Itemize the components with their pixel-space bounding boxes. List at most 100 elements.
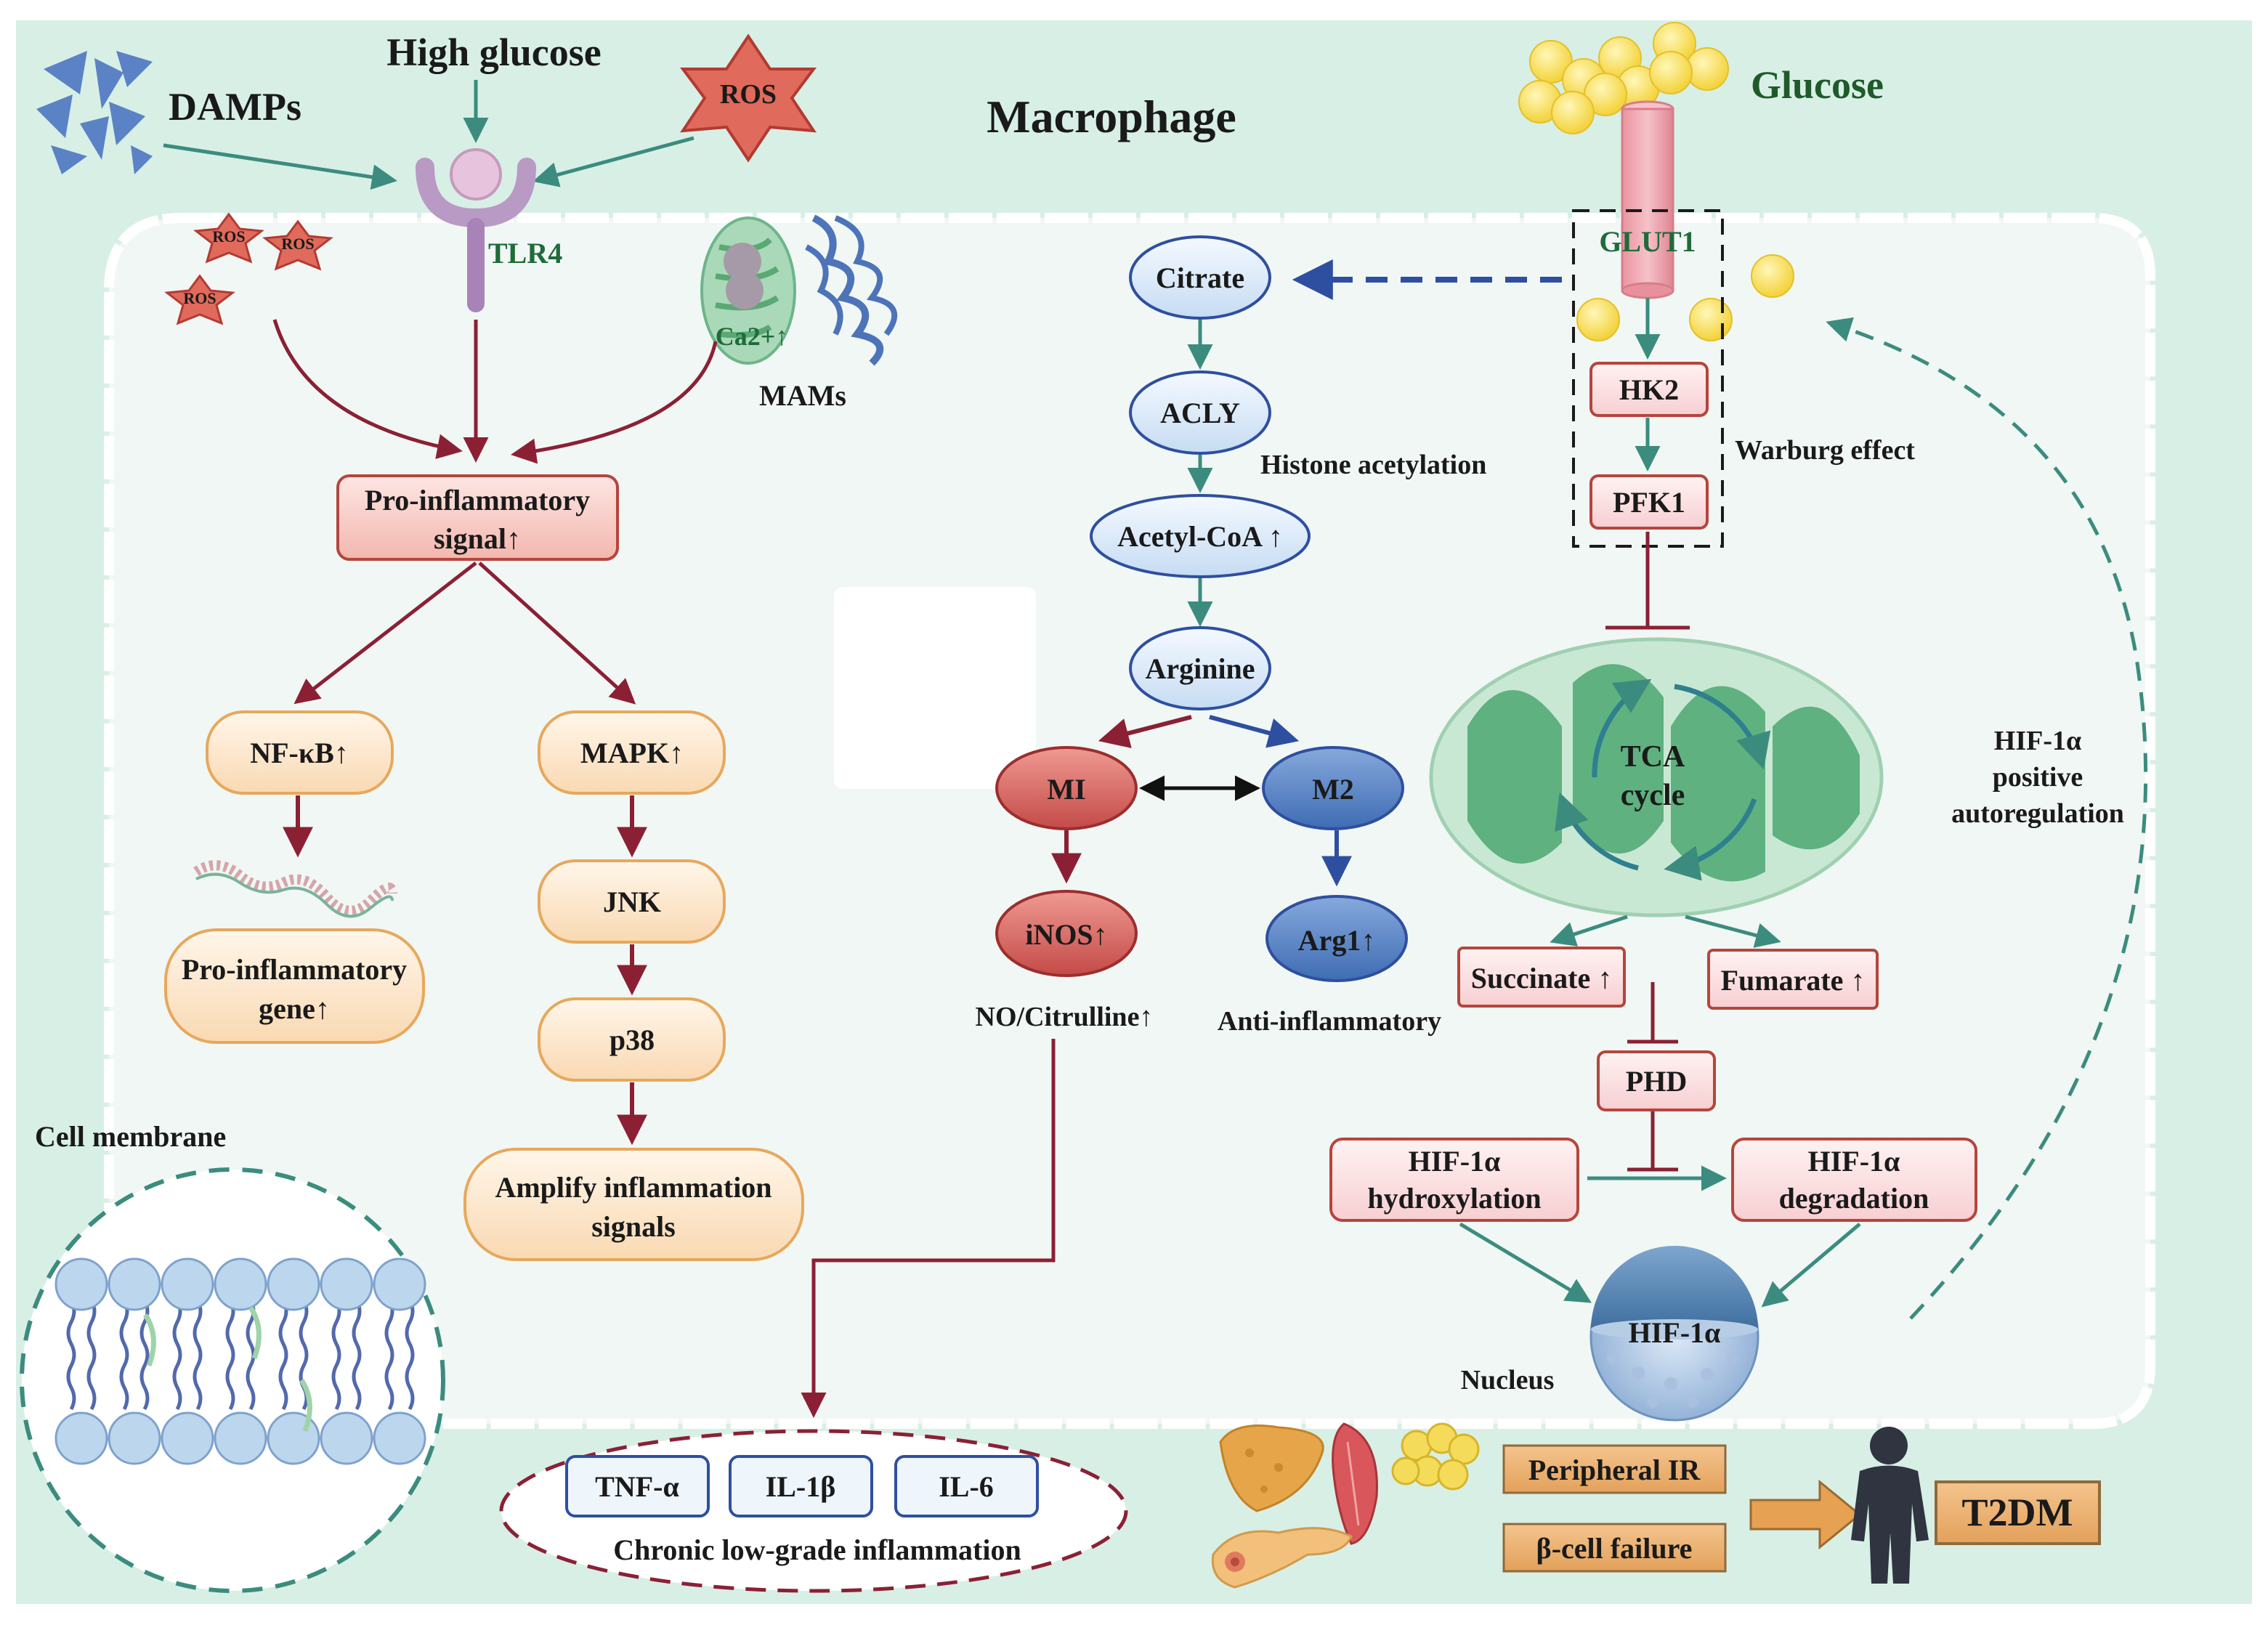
arrow-damps-tlr4 [163,143,397,190]
acetyl-coa-node [1090,494,1311,578]
arrow-signal-nfkb [293,562,477,705]
arrow-ros-signal [272,319,463,459]
ros-star-icon [680,33,817,163]
acly-node [1129,370,1271,455]
jnk-label: JNK [603,886,661,918]
tlr4-receptor-icon [416,148,536,312]
tnf-box [565,1455,710,1517]
arrow-deg-nucleus [1761,1223,1861,1308]
nfkb-box [206,710,394,795]
mapk-box [538,710,726,795]
glucose-cluster-icon [1518,22,1794,341]
arrow-no-cytokines [801,1039,1056,1418]
il1b-box [729,1455,873,1517]
anti-inflammatory-label: Anti-inflammatory [1218,1006,1441,1037]
arg1-label: Arg1↑ [1298,924,1376,957]
no-citrulline-label: NO/Citrulline↑ [976,1002,1154,1032]
phd-label: PHD [1626,1065,1687,1098]
peripheral-ir-box [1502,1444,1727,1494]
t2dm-box [1935,1480,2101,1545]
ros-small-3: ROS [183,289,216,307]
mams-label: MAMs [759,379,846,412]
auto-line2: positive [1993,762,2083,793]
page-title: Macrophage [987,91,1236,142]
damps-label: DAMPs [169,85,301,129]
arrow-hyd-nucleus [1459,1222,1592,1303]
nfkb-label: NF-κB↑ [250,737,349,769]
gene-line2: gene↑ [259,992,330,1025]
il6-box [894,1455,1039,1517]
m2-node [1262,746,1404,830]
tca-line1: TCA [1621,740,1685,774]
ca-label: Ca2+↑ [716,322,789,351]
hyd-line1: HIF-1α [1409,1145,1501,1178]
pfk1-label: PFK1 [1613,486,1685,519]
mitochondria-er-icon [700,214,898,366]
arrow-arginine-m1 [1098,715,1192,748]
signal-line2: signal↑ [434,522,521,555]
amplify-line1: Amplify inflammation [495,1171,771,1204]
beta-cell-box [1502,1523,1727,1573]
amplify-inflammation-box [463,1148,804,1261]
arrow-tca-succinate [1550,915,1628,947]
hif-degradation-box [1731,1138,1977,1222]
liver-icon [1219,1425,1324,1512]
nucleus-label: Nucleus [1461,1365,1555,1395]
arrow-hif-autoregulation [1826,317,2148,1320]
p38-label: p38 [609,1024,655,1056]
ros-label: ROS [720,79,777,110]
deg-line1: HIF-1α [1808,1145,1900,1178]
il6-label: IL-6 [939,1470,994,1503]
citrate-label: Citrate [1156,262,1244,294]
tca-line2: cycle [1621,779,1685,812]
chronic-label: Chronic low-grade inflammation [613,1533,1021,1566]
t2dm-label: T2DM [1962,1491,2073,1534]
signal-line1: Pro-inflammatory [365,484,590,516]
succinate-label: Succinate ↑ [1471,962,1612,994]
pancreas-icon [1211,1527,1353,1589]
lipid-bilayer-icon [54,1257,426,1465]
acly-label: ACLY [1160,397,1240,429]
succinate-box [1457,947,1626,1008]
fumarate-box [1707,949,1879,1010]
fumarate-label: Fumarate ↑ [1721,964,1866,997]
glut1-transporter-icon [1621,100,1674,299]
pro-inflammatory-gene-box [164,928,425,1044]
m1-node [995,746,1138,830]
hyd-line2: hydroxylation [1367,1182,1541,1215]
ros-small-2: ROS [281,235,314,253]
acetyl-label: Acetyl-CoA ↑ [1117,520,1283,553]
inos-node [995,890,1138,977]
peripheral-ir-label: Peripheral IR [1528,1454,1701,1486]
auto-line3: autoregulation [1951,798,2124,829]
glucose-label: Glucose [1751,63,1884,107]
arginine-label: Arginine [1145,652,1255,685]
beta-cell-label: β-cell failure [1536,1532,1693,1565]
glut1-label: GLUT1 [1599,225,1696,258]
arrow-signal-mapk [478,562,636,705]
deg-line2: degradation [1779,1182,1929,1215]
ros-small-1: ROS [212,227,245,246]
m2-label: M2 [1312,773,1354,806]
hk2-label: HK2 [1619,373,1679,406]
inos-label: iNOS↑ [1025,918,1107,951]
arginine-node [1129,626,1271,710]
il1b-label: IL-1β [766,1470,836,1503]
jnk-box [538,859,726,944]
arrow-ros-tlr4 [532,136,694,187]
blank-patch [834,587,1036,789]
gene-line1: Pro-inflammatory [182,953,407,986]
m1-label: MI [1047,773,1085,806]
hif-hydroxylation-box [1329,1138,1579,1222]
arrow-mams-signal [511,341,718,464]
arrow-to-t2dm [1749,1479,1862,1550]
hk2-box [1589,362,1709,417]
arg1-node [1265,895,1408,982]
warburg-label: Warburg effect [1735,435,1915,466]
tlr4-label: TLR4 [488,237,562,270]
mapk-label: MAPK↑ [580,737,684,769]
tnf-label: TNF-α [595,1470,679,1503]
citrate-node [1129,235,1271,320]
